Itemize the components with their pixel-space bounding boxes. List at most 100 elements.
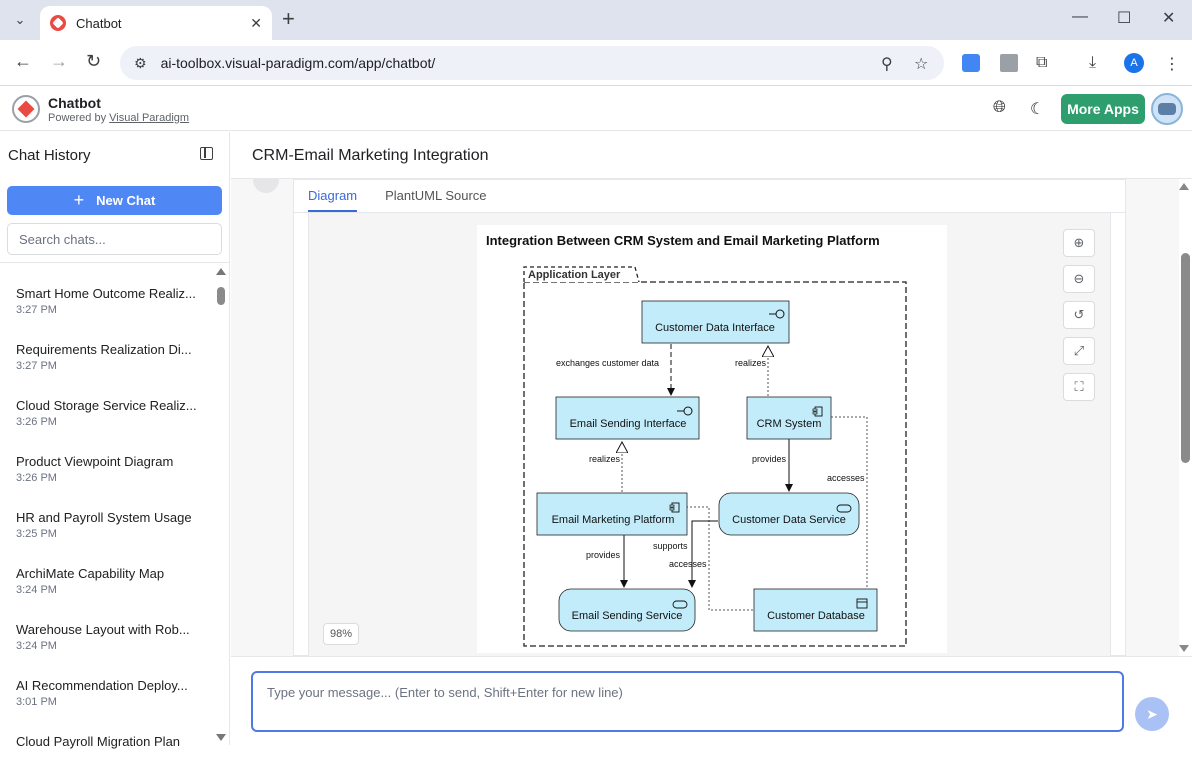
- sidebar-toggle-icon[interactable]: [200, 147, 213, 160]
- archimate-diagram: Integration Between CRM System and Email…: [477, 225, 947, 653]
- edge-label-exchanges: exchanges customer data: [556, 358, 659, 368]
- edge-label-provides-1: provides: [752, 454, 787, 464]
- node-customer-database[interactable]: Customer Database: [753, 588, 878, 632]
- chat-history-item[interactable]: Cloud Payroll Migration Plan: [0, 720, 214, 776]
- sidebar-divider: [0, 262, 229, 263]
- chat-time: 3:27 PM: [16, 304, 57, 316]
- chat-history-item[interactable]: Warehouse Layout with Rob... 3:24 PM: [0, 608, 214, 664]
- visual-paradigm-logo-icon: [12, 95, 40, 123]
- app-name: Chatbot: [48, 95, 101, 111]
- chat-history-sidebar: Chat History + New Chat Smart Home Outco…: [0, 132, 230, 749]
- bot-avatar-icon[interactable]: [1151, 93, 1183, 125]
- chat-history-item[interactable]: Product Viewpoint Diagram 3:26 PM: [0, 440, 214, 496]
- tab-divider: [294, 212, 1125, 213]
- main-scroll-down-icon[interactable]: [1179, 645, 1189, 652]
- application-layer-group: [523, 281, 907, 647]
- chat-title: Cloud Payroll Migration Plan: [16, 734, 181, 749]
- diagram-card: Diagram PlantUML Source Integration Betw…: [293, 179, 1126, 656]
- node-customer-data-interface[interactable]: Customer Data Interface: [641, 300, 790, 344]
- message-input[interactable]: [251, 671, 1124, 732]
- chat-history-item[interactable]: HR and Payroll System Usage 3:25 PM: [0, 496, 214, 552]
- app-header: Chatbot Powered by Visual Paradigm 🌐︎ ☾ …: [0, 87, 1192, 131]
- chat-title: ArchiMate Capability Map: [16, 566, 165, 581]
- minimize-icon[interactable]: —: [1072, 8, 1088, 25]
- forward-icon[interactable]: →: [50, 51, 68, 71]
- diagram-viewer[interactable]: Integration Between CRM System and Email…: [308, 213, 1111, 656]
- node-label: Customer Data Service: [732, 514, 846, 526]
- chat-time: 3:26 PM: [16, 472, 57, 484]
- fit-to-screen-icon[interactable]: ⤢: [1063, 337, 1095, 365]
- sidebar-title: Chat History: [8, 147, 91, 164]
- bookmark-star-icon[interactable]: ☆: [914, 56, 929, 73]
- back-icon[interactable]: ←: [14, 51, 32, 71]
- tab-diagram[interactable]: Diagram: [308, 188, 358, 212]
- new-tab-button[interactable]: +: [282, 6, 295, 31]
- search-chats-input[interactable]: [7, 223, 222, 255]
- chat-title: AI Recommendation Deploy...: [16, 678, 188, 693]
- maximize-icon[interactable]: ☐: [1117, 10, 1132, 27]
- browser-tab-title: Chatbot: [76, 15, 122, 31]
- address-bar[interactable]: ⚙ ai-toolbox.visual-paradigm.com/app/cha…: [120, 46, 944, 80]
- sidebar-scroll-down-icon[interactable]: [216, 734, 226, 741]
- chat-history-item[interactable]: ArchiMate Capability Map 3:24 PM: [0, 552, 214, 608]
- sidebar-scrollbar-thumb[interactable]: [217, 287, 225, 305]
- tab-search-button[interactable]: ⌄: [14, 12, 26, 27]
- node-customer-data-service[interactable]: Customer Data Service: [718, 492, 860, 536]
- chat-title: HR and Payroll System Usage: [16, 510, 192, 525]
- chat-title: Smart Home Outcome Realiz...: [16, 286, 196, 301]
- chat-history-item[interactable]: Cloud Storage Service Realiz... 3:26 PM: [0, 384, 214, 440]
- zoom-in-icon[interactable]: ⊕: [1063, 229, 1095, 257]
- diagram-title: Integration Between CRM System and Email…: [486, 233, 880, 248]
- send-icon[interactable]: ➤: [1135, 697, 1169, 731]
- browser-menu-icon[interactable]: ⋮: [1164, 56, 1180, 73]
- dark-mode-moon-icon[interactable]: ☾: [1030, 101, 1045, 118]
- more-apps-button[interactable]: More Apps: [1061, 94, 1145, 124]
- profile-avatar[interactable]: A: [1124, 53, 1144, 73]
- new-chat-button[interactable]: + New Chat: [7, 186, 222, 215]
- node-email-sending-service[interactable]: Email Sending Service: [558, 588, 696, 632]
- tab-plantuml-source[interactable]: PlantUML Source: [385, 188, 487, 203]
- main-scroll-up-icon[interactable]: [1179, 183, 1189, 190]
- plus-icon: +: [73, 190, 85, 210]
- sidebar-scroll-up-icon[interactable]: [216, 268, 226, 275]
- bot-message-avatar-icon: [253, 179, 279, 193]
- diagram-background: [477, 225, 947, 653]
- reload-icon[interactable]: ↻: [86, 51, 102, 71]
- close-window-icon[interactable]: ✕: [1162, 10, 1176, 27]
- extensions-puzzle-icon[interactable]: ⧉: [1036, 54, 1048, 71]
- chat-history-item[interactable]: AI Recommendation Deploy... 3:01 PM: [0, 664, 214, 720]
- browser-toolbar: ← → ↻ ⚙ ai-toolbox.visual-paradigm.com/a…: [0, 40, 1192, 86]
- reset-zoom-icon[interactable]: ↺: [1063, 301, 1095, 329]
- extension-2-icon[interactable]: [1000, 54, 1018, 72]
- chat-history-item[interactable]: Requirements Realization Di... 3:27 PM: [0, 328, 214, 384]
- node-label: Customer Data Interface: [655, 322, 775, 334]
- chat-time: 3:01 PM: [16, 696, 57, 708]
- fullscreen-icon[interactable]: ⛶: [1063, 373, 1095, 401]
- chat-history-item[interactable]: Smart Home Outcome Realiz... 3:27 PM: [0, 272, 214, 328]
- site-settings-icon[interactable]: ⚙: [134, 54, 147, 71]
- edge-label-realizes-2: realizes: [589, 454, 621, 464]
- download-icon[interactable]: ⤓: [1089, 54, 1097, 71]
- edge-accesses-db: [685, 506, 753, 611]
- language-globe-icon[interactable]: 🌐︎: [993, 99, 1006, 116]
- browser-tab[interactable]: Chatbot ✕: [40, 6, 272, 40]
- node-label: Email Sending Service: [572, 610, 683, 622]
- close-tab-icon[interactable]: ✕: [250, 14, 262, 31]
- chat-title: Product Viewpoint Diagram: [16, 454, 174, 469]
- node-email-marketing-platform[interactable]: Email Marketing Platform: [536, 492, 688, 536]
- extension-1-icon[interactable]: [962, 54, 980, 72]
- node-email-sending-interface[interactable]: Email Sending Interface: [555, 396, 700, 440]
- edge-label-provides-2: provides: [586, 550, 621, 560]
- page-title: CRM-Email Marketing Integration: [252, 147, 489, 164]
- chat-title: Requirements Realization Di...: [16, 342, 192, 357]
- edge-label-accesses-1: accesses: [827, 473, 865, 483]
- group-label: Application Layer: [528, 269, 621, 281]
- chat-time: 3:27 PM: [16, 360, 57, 372]
- chat-time: 3:26 PM: [16, 416, 57, 428]
- zoom-out-icon[interactable]: ⊖: [1063, 265, 1095, 293]
- visual-paradigm-link[interactable]: Visual Paradigm: [109, 112, 190, 124]
- zoom-icon[interactable]: ⚲: [881, 56, 893, 73]
- diagram-tabs: Diagram PlantUML Source: [308, 188, 515, 212]
- main-scrollbar-thumb[interactable]: [1181, 253, 1190, 463]
- node-crm-system[interactable]: CRM System: [746, 396, 832, 440]
